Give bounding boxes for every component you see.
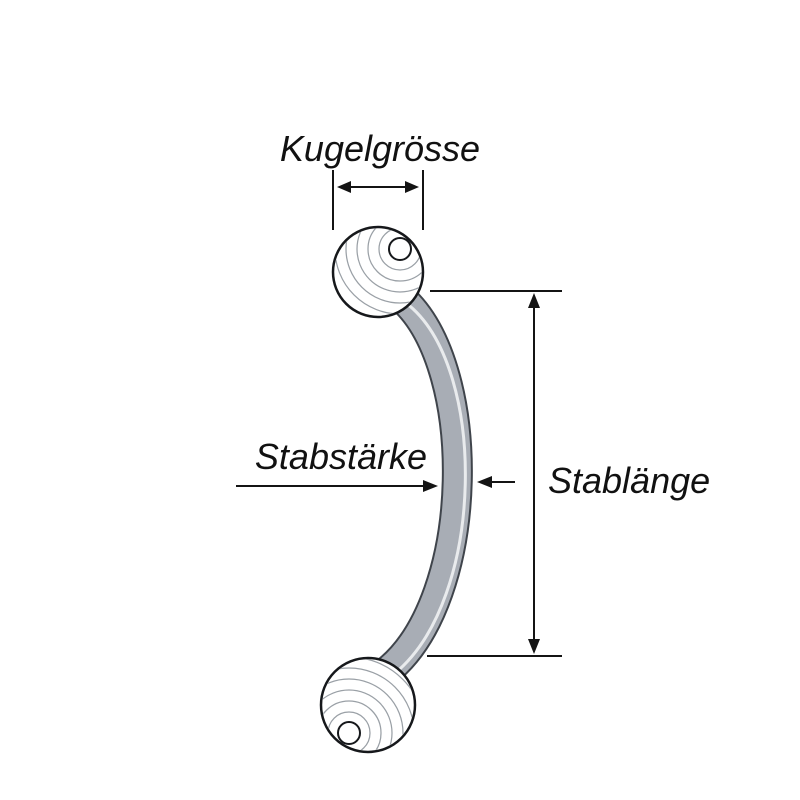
bar-length-measure: Stablänge	[427, 290, 710, 657]
ball-size-label: Kugelgrösse	[280, 128, 480, 169]
ball-size-arrowhead-left	[337, 181, 351, 193]
bar-length-arrowhead-top	[528, 293, 540, 308]
bar-thickness-arrowhead-right	[423, 480, 438, 492]
bar-length-label: Stablänge	[548, 460, 710, 501]
top-ball	[331, 225, 425, 319]
bottom-ball-highlight	[337, 721, 361, 745]
bar-thickness-label: Stabstärke	[255, 436, 427, 477]
top-ball-highlight	[388, 237, 412, 261]
curved-bar	[375, 282, 473, 685]
bar-body	[377, 284, 471, 683]
ball-size-measure: Kugelgrösse	[280, 128, 480, 230]
bar-highlight	[393, 301, 467, 676]
bar-thickness-arrowhead-left	[477, 476, 492, 488]
ball-size-arrowhead-right	[405, 181, 419, 193]
bottom-ball-sphere	[319, 656, 417, 754]
bar-thickness-measure: Stabstärke	[236, 436, 515, 492]
bar-length-arrowhead-bottom	[528, 639, 540, 654]
bottom-ball	[319, 656, 417, 754]
